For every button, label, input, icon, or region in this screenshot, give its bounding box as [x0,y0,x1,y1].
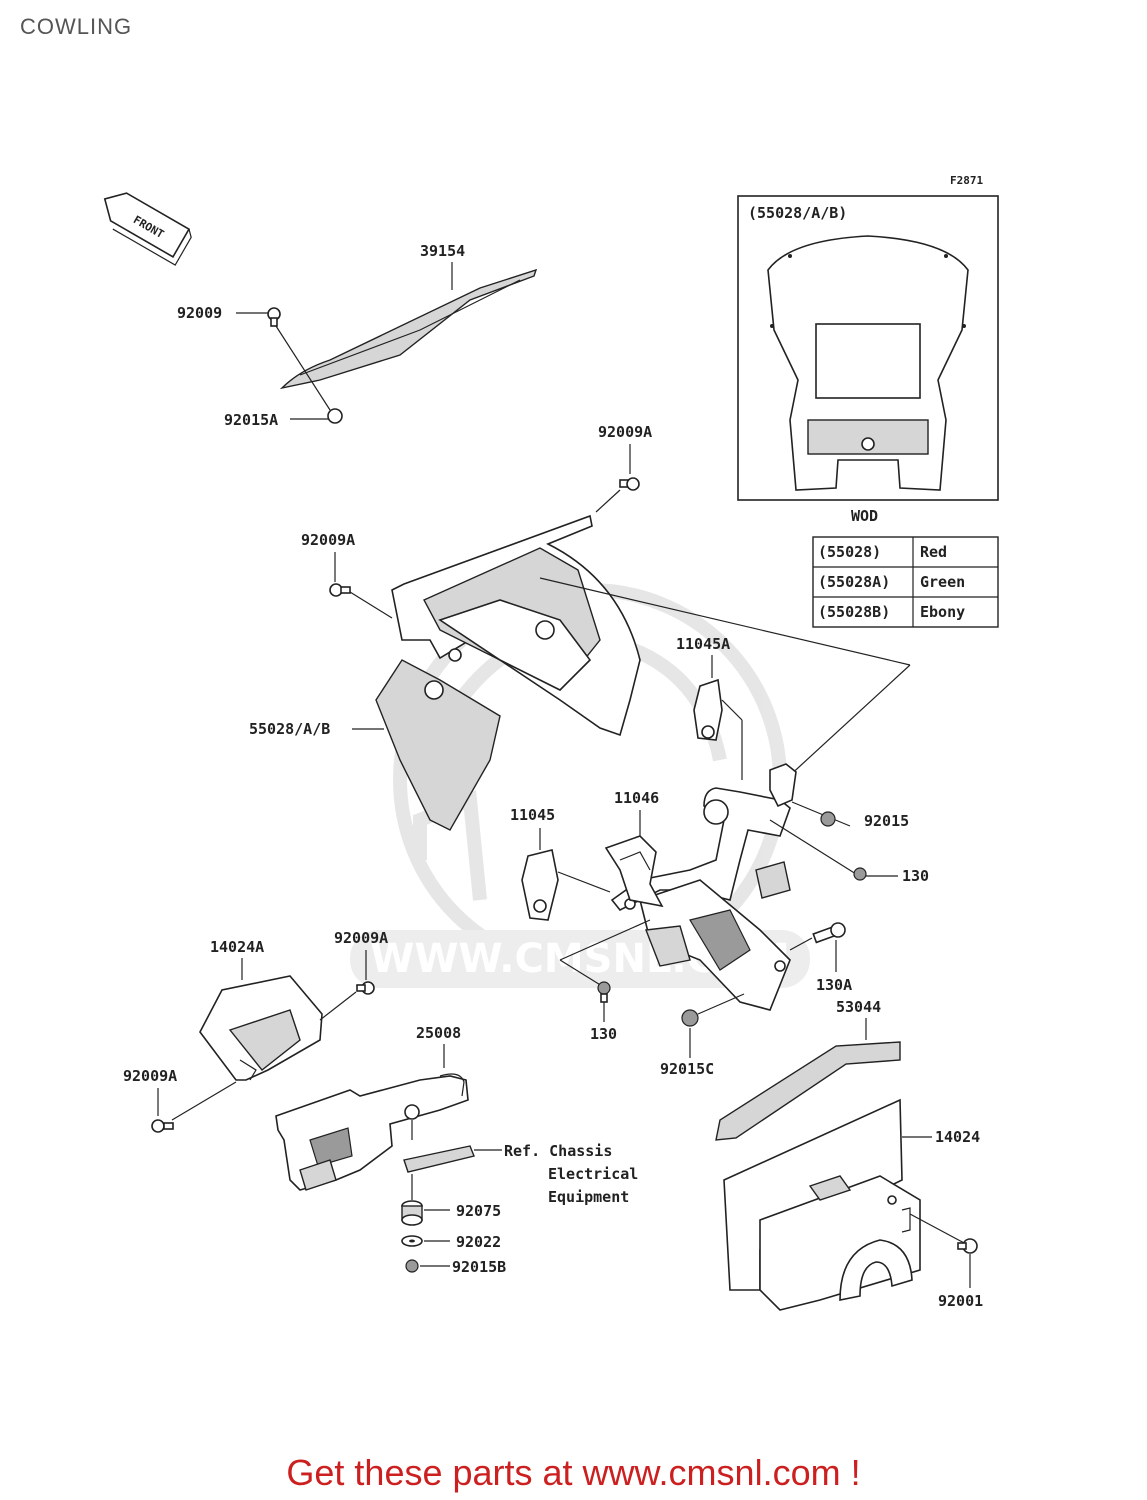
bolt-icon [597,981,611,1003]
part-label-92009A-3: 92009A [334,929,388,947]
inset-caption: WOD [851,507,878,525]
front-arrow-icon: FRONT [103,192,192,266]
ref-note-line-1: Ref. Chassis [504,1142,612,1160]
color-code-3: (55028B) [818,603,890,621]
part-label-92075: 92075 [456,1202,501,1220]
footer-link[interactable]: Get these parts at www.cmsnl.com ! [286,1452,861,1493]
part-53044 [715,1041,901,1141]
color-table: (55028) Red (55028A) Green (55028B) Ebon… [812,536,999,628]
part-label-25008: 25008 [416,1024,461,1042]
bolt-icon [853,867,867,881]
parts-diagram: WWW.CMSNL.COM FRONT F2871 39154 92009 92… [103,174,999,1311]
part-label-14024: 14024 [935,1128,980,1146]
part-label-53044: 53044 [836,998,881,1016]
screw-icon [356,981,375,995]
part-14024A [199,975,323,1081]
part-label-14024A: 14024A [210,938,264,956]
grommet-icon [401,1200,423,1226]
part-label-92015A: 92015A [224,411,278,429]
part-11046 [604,835,664,908]
part-label-39154: 39154 [420,242,465,260]
ref-note-line-2: Electrical [548,1165,638,1183]
part-11045A [693,678,723,741]
part-label-92009A-1: 92009A [598,423,652,441]
part-label-92009A-2: 92009A [301,531,355,549]
screw-icon [957,1238,978,1254]
nut-icon [327,408,343,424]
screw-icon [619,477,640,491]
part-label-11045A: 11045A [676,635,730,653]
color-code-1: (55028) [818,543,881,561]
color-name-1: Red [920,543,947,561]
part-label-92015C: 92015C [660,1060,714,1078]
screw-icon [329,583,351,597]
bolt-icon [812,922,846,944]
screw-icon [267,307,281,327]
part-11045 [521,849,559,921]
part-label-92015B: 92015B [452,1258,506,1276]
part-label-92015: 92015 [864,812,909,830]
part-label-92001: 92001 [938,1292,983,1310]
washer-icon [401,1235,423,1247]
color-name-2: Green [920,573,965,591]
part-label-92009A-4: 92009A [123,1067,177,1085]
nut-icon [820,811,836,827]
page-title: COWLING [20,14,133,39]
part-label-130A: 130A [816,976,852,994]
part-label-55028: 55028/A/B [249,720,330,738]
part-14024 [723,1098,921,1311]
part-39154 [279,268,538,390]
inset-header: (55028/A/B) [748,204,847,222]
figure-code: F2871 [950,174,983,187]
nut-icon [405,1259,419,1273]
part-25008 [275,1073,469,1191]
part-label-11046: 11046 [614,789,659,807]
part-label-11045: 11045 [510,806,555,824]
inset-box: (55028/A/B) [737,195,999,501]
screw-icon [151,1119,174,1133]
nut-icon [681,1009,699,1027]
part-label-92022: 92022 [456,1233,501,1251]
bracket-assembly [610,763,797,1011]
part-label-92009: 92009 [177,304,222,322]
ref-note-line-3: Equipment [548,1188,629,1206]
color-code-2: (55028A) [818,573,890,591]
part-label-130-bottom: 130 [590,1025,617,1043]
part-55028-cowling [375,514,911,831]
color-name-3: Ebony [920,603,965,621]
part-label-130-right: 130 [902,867,929,885]
strap-part [403,1145,475,1173]
